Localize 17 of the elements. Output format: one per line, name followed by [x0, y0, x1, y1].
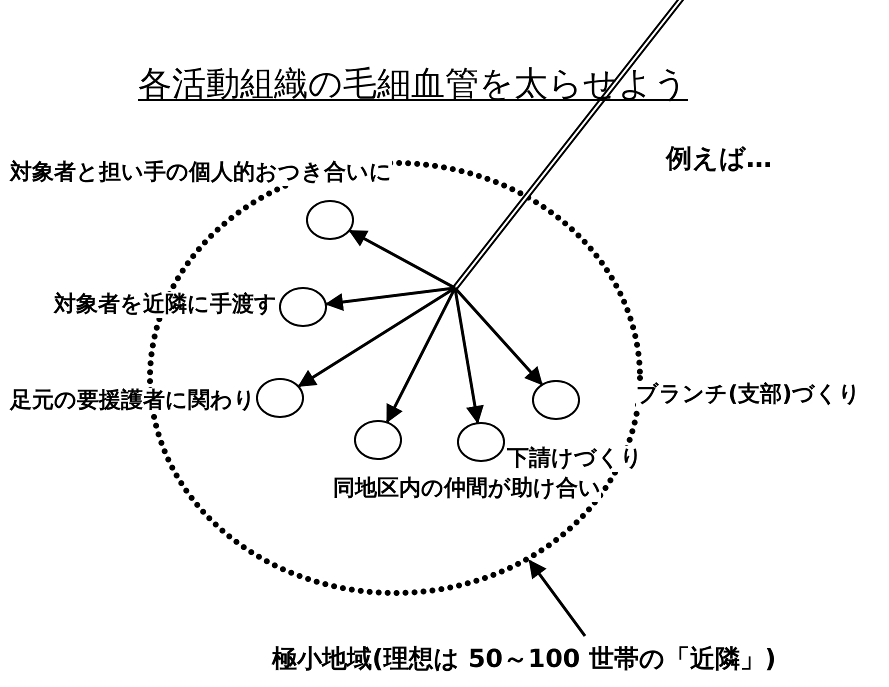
small-circle [306, 200, 354, 240]
region-label: 極小地域(理想は 50～100 世帯の「近隣」) [272, 640, 792, 678]
arrow [454, 288, 484, 424]
small-circle [354, 420, 402, 460]
arrow [386, 287, 456, 424]
arrow [454, 287, 543, 386]
circle-caption: 同地区内の仲間が助け合い [333, 476, 601, 502]
small-circle [279, 287, 327, 327]
small-circle [457, 422, 505, 462]
arrow [528, 560, 586, 637]
small-circle [256, 378, 304, 418]
arrow [348, 230, 456, 290]
small-circle [532, 380, 580, 420]
circle-caption: 対象者を近隣に手渡す [54, 292, 277, 318]
circle-caption: 対象者と担い手の個人的おつき合いに [10, 160, 392, 186]
arrow [324, 286, 456, 311]
note-text: 例えば… [666, 143, 772, 176]
